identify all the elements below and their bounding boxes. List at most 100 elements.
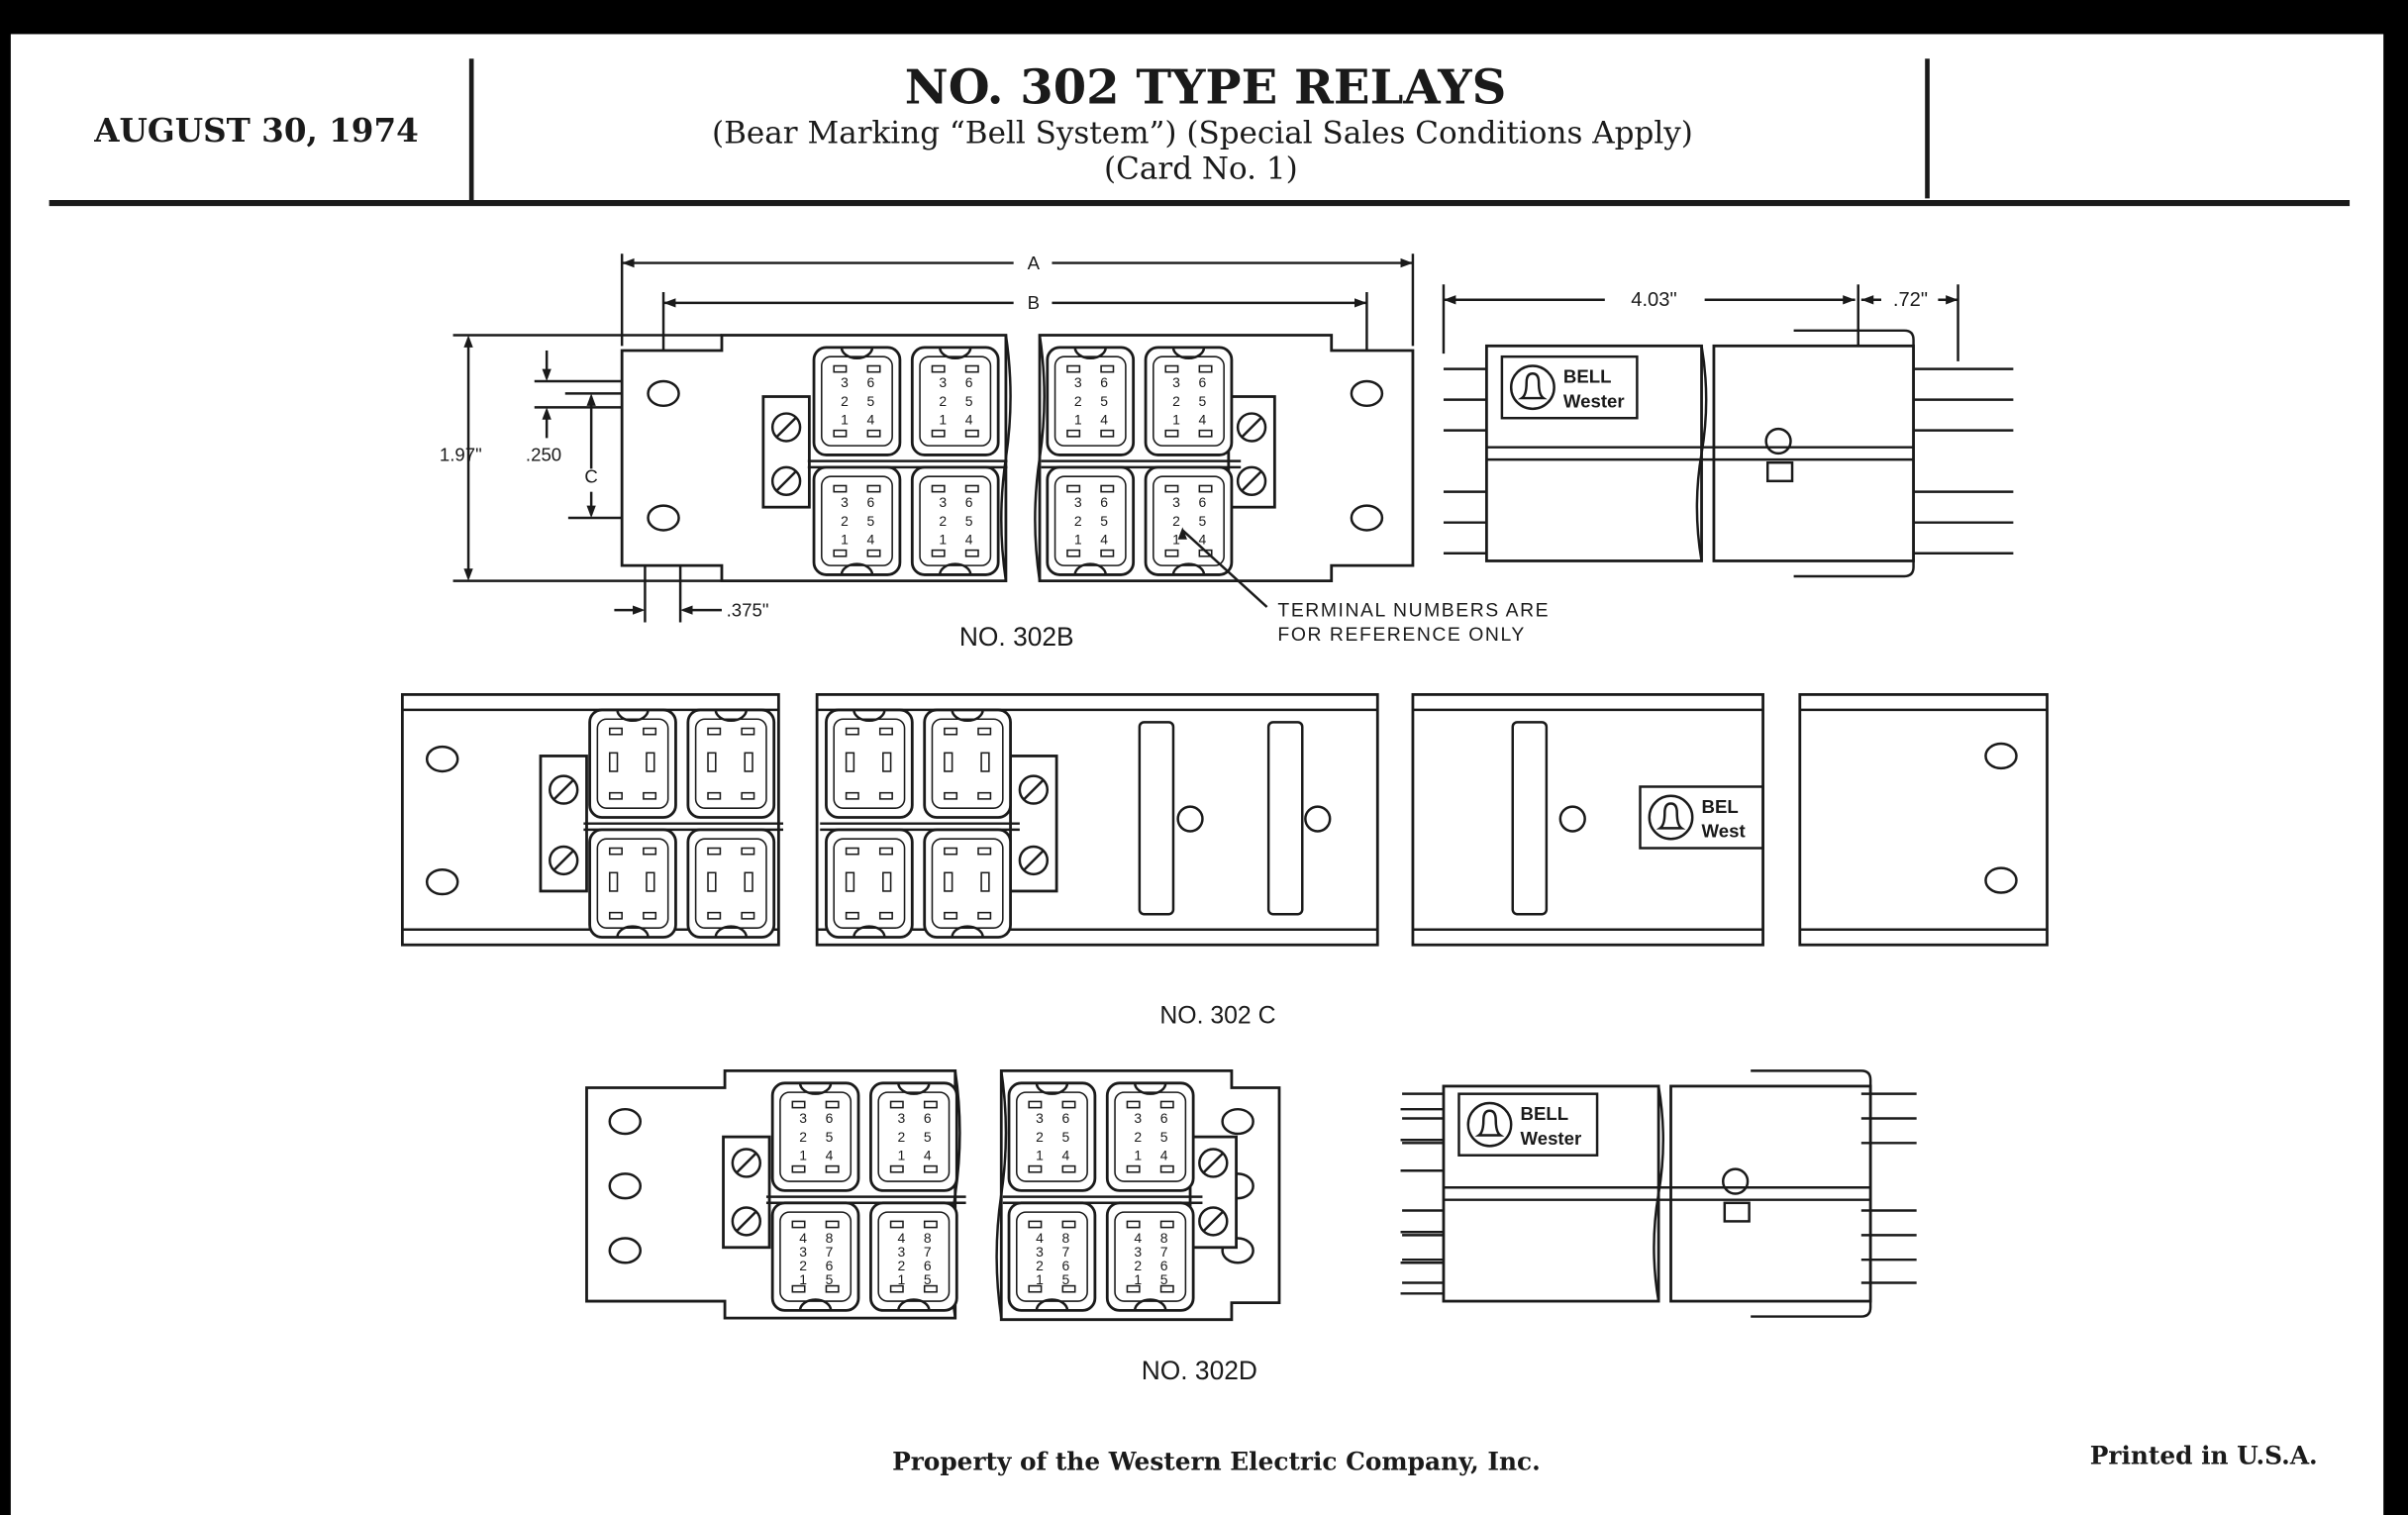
terminal-tab: [866, 429, 881, 438]
terminal-number: 2: [799, 1129, 807, 1145]
module-bump: [1171, 347, 1206, 359]
terminal-number: 1: [841, 531, 849, 547]
terminal-number: 2: [1074, 513, 1082, 529]
terminal-number: 5: [1100, 513, 1108, 529]
terminal-number: 1: [1172, 531, 1180, 547]
terminal-blade: [944, 871, 953, 892]
terminal-number: 6: [826, 1110, 834, 1126]
terminal-tab: [878, 911, 893, 920]
module-bump: [938, 562, 972, 575]
nameplate-text-bell: BELL: [1563, 366, 1612, 387]
module-outline: [686, 708, 776, 819]
module-outline: [812, 465, 902, 576]
module-inner: [1016, 1211, 1088, 1302]
module-inner: [596, 718, 669, 809]
module-outline: [1144, 465, 1234, 576]
module-inner: [1114, 1091, 1187, 1182]
terminal-number: 4: [1062, 1147, 1070, 1162]
terminal-number: 6: [924, 1258, 932, 1273]
terminal-number: 6: [965, 494, 973, 510]
screw-icon: [770, 465, 802, 497]
arrowhead: [1860, 295, 1874, 305]
terminal-tab: [791, 1164, 806, 1173]
module-outline: [588, 708, 677, 819]
terminal-tab: [878, 727, 893, 736]
nameplate-text-western: Wester: [1563, 390, 1625, 411]
screw-icon: [1018, 774, 1050, 805]
terminal-tab: [1100, 549, 1115, 557]
module-bump: [1133, 1298, 1167, 1311]
screw-icon: [1018, 845, 1050, 876]
terminal-number: 2: [1036, 1258, 1044, 1273]
rivet-hole: [1304, 805, 1332, 833]
terminal-blade: [744, 871, 753, 892]
terminal-number: 1: [1134, 1271, 1142, 1287]
relay-coil-module: [686, 828, 776, 939]
mounting-slot: [647, 504, 680, 532]
footer-printed: Printed in U.S.A.: [2090, 1441, 2318, 1469]
side-body-left: [1442, 1084, 1660, 1303]
bell-shape: [1474, 1109, 1505, 1137]
terminal-number: 3: [841, 494, 849, 510]
dim-a-label: A: [1028, 252, 1041, 273]
dim-b-label: B: [1028, 292, 1040, 313]
side-body-left: [1484, 344, 1703, 562]
screw-slot: [1023, 850, 1045, 871]
arrowhead: [542, 407, 552, 420]
terminal-tab: [845, 791, 859, 800]
terminal-tab: [923, 1284, 938, 1293]
terminal-number: 5: [1160, 1129, 1168, 1145]
terminal-tab: [1100, 364, 1115, 373]
label-302b: NO. 302B: [959, 622, 1074, 652]
module-bump: [1171, 562, 1206, 575]
bell-shape: [1656, 802, 1686, 830]
terminal-number: 2: [939, 393, 947, 409]
terminal-number: 5: [867, 393, 875, 409]
terminal-tab: [923, 1220, 938, 1229]
terminal-blade: [707, 871, 717, 892]
terminal-note-line2: FOR REFERENCE ONLY: [1277, 624, 1525, 646]
terminal-tab: [1159, 1284, 1174, 1293]
label-302d: NO. 302D: [1142, 1356, 1257, 1385]
arrowhead: [1443, 295, 1456, 305]
terminal-tab: [608, 791, 623, 800]
terminal-number: 6: [1160, 1258, 1168, 1273]
module-inner: [596, 838, 669, 929]
terminal-tab: [833, 549, 848, 557]
terminal-tab: [964, 429, 979, 438]
terminal-number: 4: [799, 1230, 807, 1246]
terminal-tab: [1061, 1220, 1076, 1229]
module-inner: [931, 718, 1004, 809]
screw-head-icon: [1764, 427, 1792, 455]
dim-250-label: .250: [526, 445, 561, 465]
arrowhead: [1354, 298, 1367, 308]
terminal-number: 7: [924, 1244, 932, 1260]
terminal-number: 3: [799, 1110, 807, 1126]
module-inner: [1054, 355, 1127, 447]
terminal-number: 2: [1134, 1129, 1142, 1145]
screw-slot: [775, 417, 797, 438]
terminal-tab: [1061, 1284, 1076, 1293]
screw-bracket: [1188, 1135, 1238, 1250]
terminal-number: 3: [1036, 1244, 1044, 1260]
module-bump: [616, 925, 650, 938]
terminal-number: 2: [939, 513, 947, 529]
bell-shape: [1517, 372, 1548, 400]
terminal-number: 8: [1160, 1230, 1168, 1246]
terminal-number: 2: [1036, 1129, 1044, 1145]
terminal-blade: [646, 871, 655, 892]
terminal-tab: [866, 484, 881, 493]
module-bump: [938, 347, 972, 359]
module-bump: [897, 1082, 931, 1095]
module-bump: [897, 1298, 931, 1311]
terminal-tab: [1066, 364, 1081, 373]
nameplate-text-western: Wester: [1521, 1128, 1582, 1149]
terminal-tab: [1164, 549, 1179, 557]
module-outline: [686, 828, 776, 939]
screw-head-icon: [1722, 1167, 1750, 1195]
